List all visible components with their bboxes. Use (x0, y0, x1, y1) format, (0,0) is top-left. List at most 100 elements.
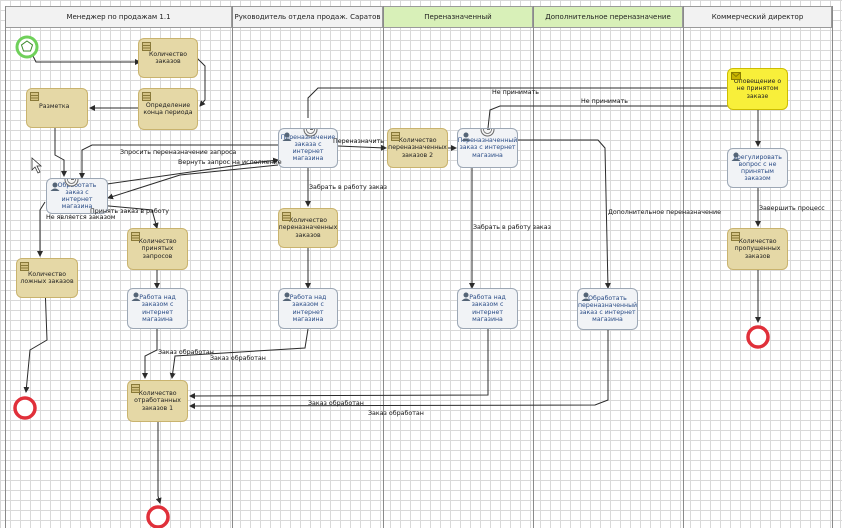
task-work-order-2[interactable]: Работа над заказом с интернет магазина (278, 288, 338, 329)
lane-separator (383, 6, 384, 528)
flow-false-to-end (23, 284, 48, 393)
flow-label: Переназначить (333, 138, 384, 145)
task-label: Количество принятых запросов (138, 238, 177, 260)
task-label: Обработать заказ с интернет магазина (57, 181, 97, 211)
flow-return-to-process (107, 164, 279, 200)
task-label: Количество переназначенных заказов (278, 217, 338, 239)
flow-start-to-count-orders (29, 49, 141, 65)
flow-label: Заказ обработан (158, 349, 214, 356)
lane-separator (232, 6, 233, 528)
lane-separator (832, 6, 833, 528)
flow-work3-to-processed (189, 329, 489, 399)
flow-reassigned-to-additional (518, 139, 611, 289)
flow-label: Зпросить переназначение запроса (120, 149, 237, 156)
flow-label: Заказ обработан (368, 410, 424, 417)
task-notify-unaccepted[interactable]: Оповещение о не принятом заказе (727, 68, 788, 110)
pentagon-icon (20, 40, 34, 52)
data-table-icon (282, 212, 291, 221)
task-reassign-order[interactable]: Переназначение заказа с интернет магазин… (278, 128, 338, 168)
timer-icon (64, 179, 79, 187)
flow-reassign-to-notify (307, 85, 759, 118)
task-label: Разметка (39, 103, 70, 110)
flow-process-to-reassign (99, 157, 279, 186)
user-icon (461, 292, 471, 301)
flow-label: Забрать в работу заказ (309, 184, 387, 191)
task-label: Работа над заказом с интернет магазина (139, 294, 176, 323)
task-process-reassigned[interactable]: Обработать переназначенный заказ с интер… (577, 288, 638, 330)
task-label: Переназначение заказа с интернет магазин… (280, 133, 336, 163)
flow-work2-to-processed (169, 328, 309, 379)
flow-markup-to-process (54, 128, 67, 177)
lane-separator (5, 6, 6, 528)
user-icon (131, 292, 141, 301)
flow-label: Не принимать (492, 89, 540, 96)
task-false-orders[interactable]: Количество ложных заказов (16, 258, 78, 298)
flow-label: Принять заказ в работу (90, 208, 170, 215)
task-label: Оповещение о не принятом заказе (733, 78, 782, 100)
flow-process-to-false (37, 201, 46, 257)
lane-separator (683, 6, 684, 528)
lane-separator (533, 6, 534, 528)
data-table-icon (731, 232, 740, 241)
end-event[interactable] (746, 325, 770, 349)
task-label: Работа над заказом с интернет магазина (289, 294, 327, 323)
flow-work1-to-processed (142, 329, 158, 379)
task-reassigned-order[interactable]: Переназначенный заказ с интернет магазин… (457, 128, 518, 168)
task-label: Количество переназначенных заказов 2 (388, 137, 447, 159)
data-table-icon (391, 132, 400, 141)
flow-reassign-to-process (79, 144, 278, 179)
task-reassigned-count-2[interactable]: Количество переназначенных заказов 2 (387, 128, 448, 168)
flow-label: Не является заказом (46, 214, 116, 221)
task-label: Количество пропущенных заказов (734, 238, 781, 260)
flow-label: Вернуть запрос на исполнение (178, 159, 282, 166)
user-icon (50, 182, 60, 191)
lane-header-reassigned[interactable]: Переназначенный (383, 6, 533, 28)
user-icon (581, 292, 591, 301)
flow-reassign-to-count2 (337, 144, 387, 151)
task-process-order[interactable]: Обработать заказ с интернет магазина (46, 178, 108, 214)
task-label: Обработать переназначенный заказ с интер… (578, 294, 638, 324)
user-icon (731, 152, 741, 161)
task-work-order-3[interactable]: Работа над заказом с интернет магазина (457, 288, 518, 329)
data-table-icon (131, 384, 140, 393)
task-label: Переназначенный заказ с интернет магазин… (457, 137, 518, 159)
task-count-orders[interactable]: Количество заказов (138, 38, 198, 78)
task-label: Работа над заказом с интернет магазина (469, 294, 506, 323)
data-table-icon (30, 92, 39, 101)
data-table-icon (20, 262, 29, 271)
task-work-order-1[interactable]: Работа над заказом с интернет магазина (127, 288, 188, 329)
task-label: Количество ложных заказов (20, 270, 74, 285)
task-label: Урегулировать вопрос с не принятым заказ… (733, 153, 782, 183)
flow-count-orders-to-period-end (196, 57, 206, 107)
flow-label: Завершить процесс (759, 205, 825, 212)
user-icon (461, 132, 471, 141)
lane-header-sales-manager[interactable]: Менеджер по продажам 1.1 (5, 6, 232, 28)
notification-icon (731, 72, 741, 80)
flow-label: Заказ обработан (308, 400, 364, 407)
flow-label: Забрать в работу заказ (473, 224, 551, 231)
mouse-cursor-icon (31, 157, 43, 174)
end-event[interactable] (13, 396, 37, 420)
timer-icon (480, 129, 495, 137)
user-icon (282, 132, 292, 141)
flow-label: Заказ обработан (210, 355, 266, 362)
task-markup[interactable]: Разметка (26, 88, 88, 128)
data-table-icon (131, 232, 140, 241)
timer-icon (303, 129, 318, 137)
start-event[interactable] (15, 35, 39, 59)
flow-label: Не принимать (581, 98, 629, 105)
flow-label: Дополнительное переназначение (608, 209, 721, 216)
task-label: Количество отработанных заказов 1 (134, 390, 181, 412)
flow-additional-to-processed (189, 330, 609, 409)
task-reassigned-count[interactable]: Количество переназначенных заказов (278, 208, 338, 248)
end-event[interactable] (146, 505, 170, 528)
data-table-icon (142, 92, 151, 101)
lane-header-sales-head[interactable]: Руководитель отдела продаж. Саратов (232, 6, 383, 28)
task-label: Количество заказов (148, 50, 188, 65)
task-processed-orders[interactable]: Количество отработанных заказов 1 (127, 380, 188, 422)
task-period-end[interactable]: Определение конца периода (138, 88, 198, 130)
task-regulate-unaccepted[interactable]: Урегулировать вопрос с не принятым заказ… (727, 148, 788, 188)
task-missed-orders[interactable]: Количество пропущенных заказов (727, 228, 788, 270)
task-accepted-requests[interactable]: Количество принятых запросов (127, 228, 188, 270)
